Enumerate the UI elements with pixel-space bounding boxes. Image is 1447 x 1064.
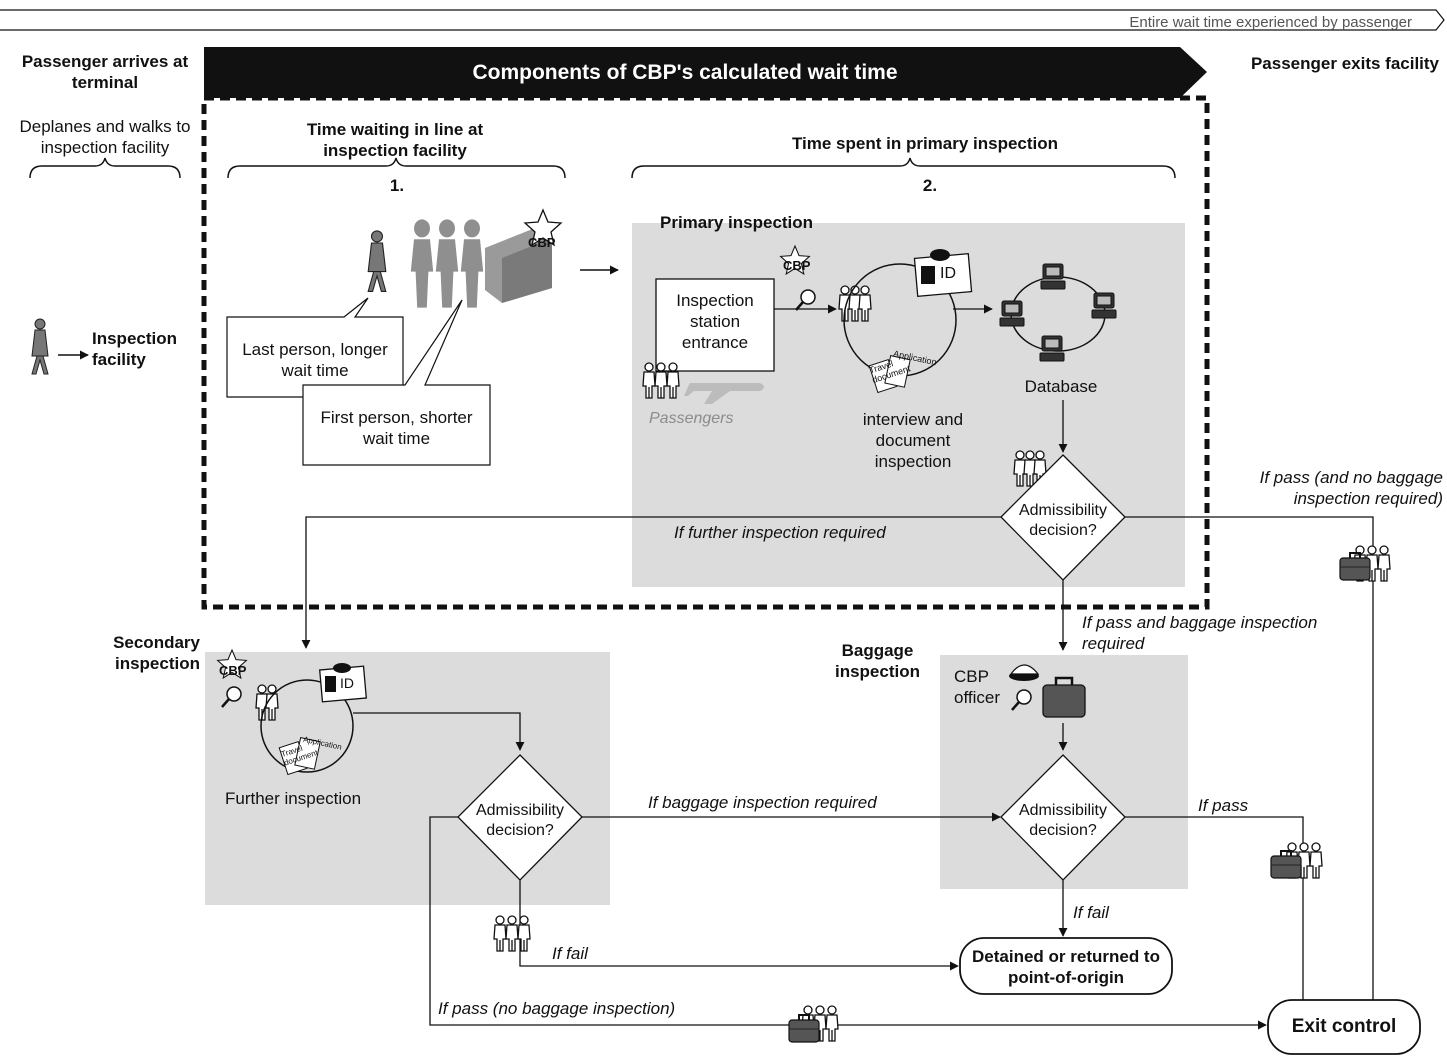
- failed-passengers-icon: [493, 915, 531, 952]
- pass-no-baggage-secondary-label: If pass (no baggage inspection): [438, 999, 676, 1018]
- components-banner-shape: [204, 47, 1207, 98]
- cbp-badge-label-secondary: CBP: [219, 663, 247, 678]
- total-wait-label: Entire wait time experienced by passenge…: [1129, 14, 1412, 31]
- primary-decision-label: Admissibility decision?: [1018, 502, 1107, 539]
- interview-label: interview and document inspection: [862, 410, 964, 471]
- total-wait-arrow: [0, 9, 1445, 31]
- pass-no-baggage-label: If pass (and no baggage inspection requi…: [1259, 468, 1443, 508]
- if-fail-secondary-label: If fail: [552, 944, 588, 963]
- exit-control-label: Exit control: [1291, 1016, 1397, 1037]
- baggage-required-label: If baggage inspection required: [648, 793, 877, 812]
- inspection-station-box: [655, 278, 775, 372]
- id-card-icon: [913, 249, 973, 297]
- passengers-group-icon: [642, 362, 680, 399]
- cbp-badge-label-primary: CBP: [783, 258, 811, 273]
- detained-outcome-box: [959, 937, 1173, 995]
- detained-label: Detained or returned to point-of-origin: [972, 947, 1160, 987]
- callouts: [226, 297, 491, 466]
- database-network-icon: [999, 263, 1117, 362]
- if-fail-baggage-label: If fail: [1073, 903, 1109, 922]
- exit-control-box: [1267, 999, 1421, 1055]
- inspection-desk-icon: [485, 228, 552, 303]
- airplane-icon: [684, 383, 764, 404]
- last-person-callout: Last person, longer wait time: [242, 340, 388, 380]
- further-inspection-cycle: [260, 679, 354, 773]
- passenger-with-bag-icon-right: [1339, 545, 1391, 582]
- arrival-subtitle: Deplanes and walks to inspection facilit…: [19, 117, 191, 157]
- further-required-label: If further inspection required: [674, 523, 886, 542]
- if-pass-label: If pass: [1198, 796, 1249, 815]
- passenger-with-bag-icon-mid: [1270, 842, 1323, 879]
- section-braces: [29, 157, 1176, 179]
- pass-and-baggage-label: If pass and baggage inspection required: [1082, 613, 1318, 653]
- cbp-badge-label: CBP: [528, 235, 556, 250]
- officer-label: CBP officer: [954, 667, 1000, 707]
- waiting-title: Time waiting in line at inspection facil…: [306, 120, 484, 160]
- waiting-number: 1.: [389, 176, 405, 195]
- first-person-callout: First person, shorter wait time: [320, 408, 473, 448]
- secondary-decision-label: Admissibility decision?: [475, 802, 564, 839]
- arrival-title: Passenger arrives at terminal: [21, 52, 189, 92]
- primary-number: 2.: [922, 176, 938, 195]
- briefcase-icon: [1042, 676, 1086, 718]
- id-card-label-secondary: ID: [340, 675, 354, 691]
- database-label: Database: [1024, 377, 1098, 396]
- baggage-title: Baggage inspection: [834, 641, 920, 681]
- primary-panel-title: Primary inspection: [660, 213, 814, 232]
- primary-section-title: Time spent in primary inspection: [791, 134, 1059, 153]
- baggage-decision-label: Admissibility decision?: [1018, 802, 1107, 839]
- inspection-facility-label: Inspection facility: [92, 329, 178, 369]
- passenger-with-bag-icon-bottom: [788, 1005, 839, 1043]
- walking-passenger-icon: [31, 318, 49, 375]
- passengers-label: Passengers: [649, 410, 734, 427]
- line-of-people-icon: [410, 219, 484, 308]
- id-card-label: ID: [940, 265, 956, 282]
- components-banner: Components of CBP's calculated wait time: [472, 61, 898, 84]
- secondary-title: Secondary inspection: [113, 633, 200, 673]
- id-card-icon-secondary: [318, 663, 368, 703]
- cbp-wait-time-boundary: [201, 95, 1210, 610]
- station-label: Inspection station entrance: [676, 291, 754, 352]
- officer-cap-icon: [1009, 664, 1040, 681]
- exit-title: Passenger exits facility: [1250, 54, 1440, 73]
- last-person-icon: [367, 230, 387, 292]
- further-inspection-label: Further inspection: [225, 789, 362, 808]
